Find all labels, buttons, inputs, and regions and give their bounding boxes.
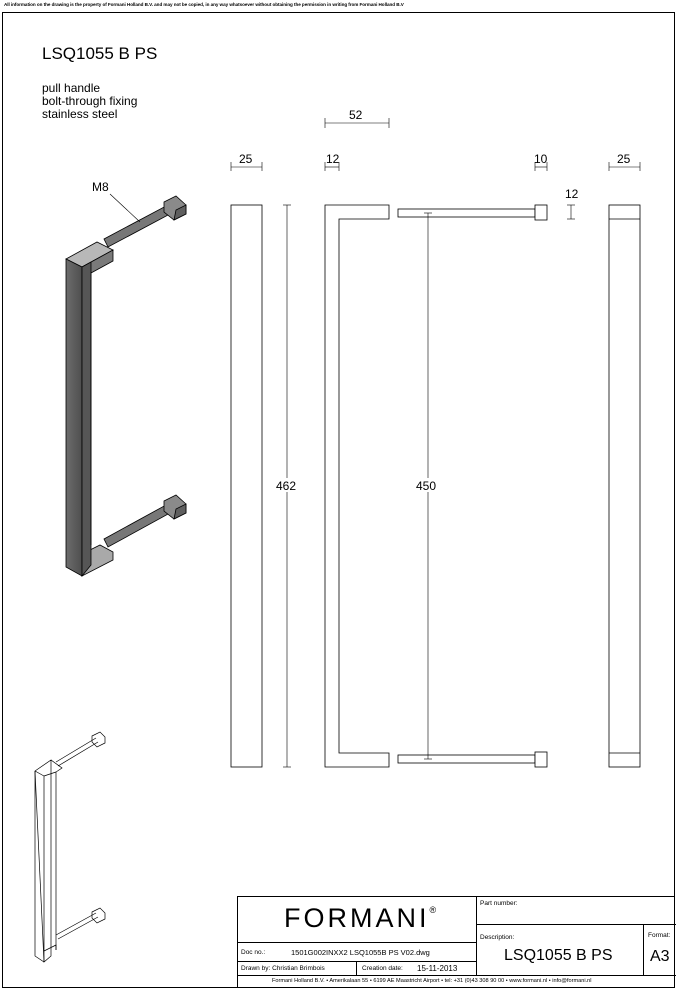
drawn-by-cell: Drawn by: Christian Brimbois bbox=[238, 961, 357, 975]
format-cell: Format: A3 bbox=[644, 924, 676, 975]
description-line-3: stainless steel bbox=[42, 107, 118, 121]
dim-width-side bbox=[608, 162, 641, 171]
dim-overall-length-label: 462 bbox=[276, 479, 296, 493]
dim-bolt-height bbox=[567, 204, 575, 220]
iso-grip-front bbox=[65, 258, 83, 577]
dim-projection bbox=[324, 118, 390, 128]
front-view-body bbox=[230, 204, 263, 768]
thread-leader bbox=[109, 193, 141, 223]
iso-wireframe-view bbox=[34, 731, 106, 963]
dim-center-distance-label: 450 bbox=[416, 479, 436, 493]
formani-logo: FORMANI® bbox=[284, 903, 437, 933]
dim-bolt-width-label: 10 bbox=[534, 152, 548, 166]
thread-label: M8 bbox=[92, 180, 109, 194]
side-view-bolts bbox=[397, 204, 548, 768]
dim-bolt-height-label: 12 bbox=[565, 187, 579, 201]
drawing-frame bbox=[2, 12, 675, 988]
description-line-2: bolt-through fixing bbox=[42, 94, 138, 108]
product-title: LSQ1055 B PS bbox=[42, 44, 158, 63]
dim-width-side-label: 25 bbox=[617, 152, 631, 166]
doc-no-value: 1501G002INXX2 LSQ1055B PS V02.dwg bbox=[291, 948, 430, 957]
iso-shaded-view bbox=[65, 195, 187, 578]
footer-row: Formani Holland B.V. • Amerikalaan 55 • … bbox=[238, 975, 676, 988]
creation-date-cell: Creation date: 15-11-2013 bbox=[357, 961, 477, 975]
doc-no-row: Doc no.: 1501G002INXX2 LSQ1055B PS V02.d… bbox=[238, 942, 477, 961]
part-number-label: Part number: bbox=[480, 900, 518, 907]
part-number-cell: Part number: bbox=[477, 897, 676, 924]
disclaimer-text: All information on the drawing is the pr… bbox=[4, 2, 404, 7]
dim-bolt-width bbox=[534, 162, 548, 171]
logo-cell: FORMANI® bbox=[238, 897, 477, 942]
iso-top-bolt bbox=[103, 205, 171, 248]
title-block: FORMANI® Doc no.: 1501G002INXX2 LSQ1055B… bbox=[237, 896, 676, 988]
description-value: LSQ1055 B PS bbox=[504, 947, 613, 964]
doc-no-label: Doc no.: bbox=[241, 949, 266, 956]
footer-text: Formani Holland B.V. • Amerikalaan 55 • … bbox=[272, 978, 592, 984]
iso-grip-side bbox=[81, 261, 92, 578]
dim-bar-thickness-label: 12 bbox=[326, 152, 340, 166]
iso-bottom-bolt bbox=[103, 504, 171, 548]
description-line-1: pull handle bbox=[42, 81, 101, 95]
creation-date-value: 15-11-2013 bbox=[417, 964, 458, 973]
right-view-body bbox=[608, 204, 641, 768]
description-cell: Description: LSQ1055 B PS bbox=[477, 924, 644, 975]
creation-date-label: Creation date: bbox=[362, 965, 403, 972]
dim-bar-thickness bbox=[324, 162, 340, 171]
dim-width-front bbox=[230, 162, 263, 171]
format-label: Format: bbox=[648, 932, 671, 939]
format-value: A3 bbox=[650, 948, 670, 965]
side-view-body bbox=[324, 204, 390, 768]
description-label: Description: bbox=[480, 934, 515, 941]
dim-width-front-label: 25 bbox=[239, 152, 253, 166]
dim-projection-label: 52 bbox=[349, 108, 363, 122]
drawn-by-text: Drawn by: Christian Brimbois bbox=[241, 965, 325, 972]
